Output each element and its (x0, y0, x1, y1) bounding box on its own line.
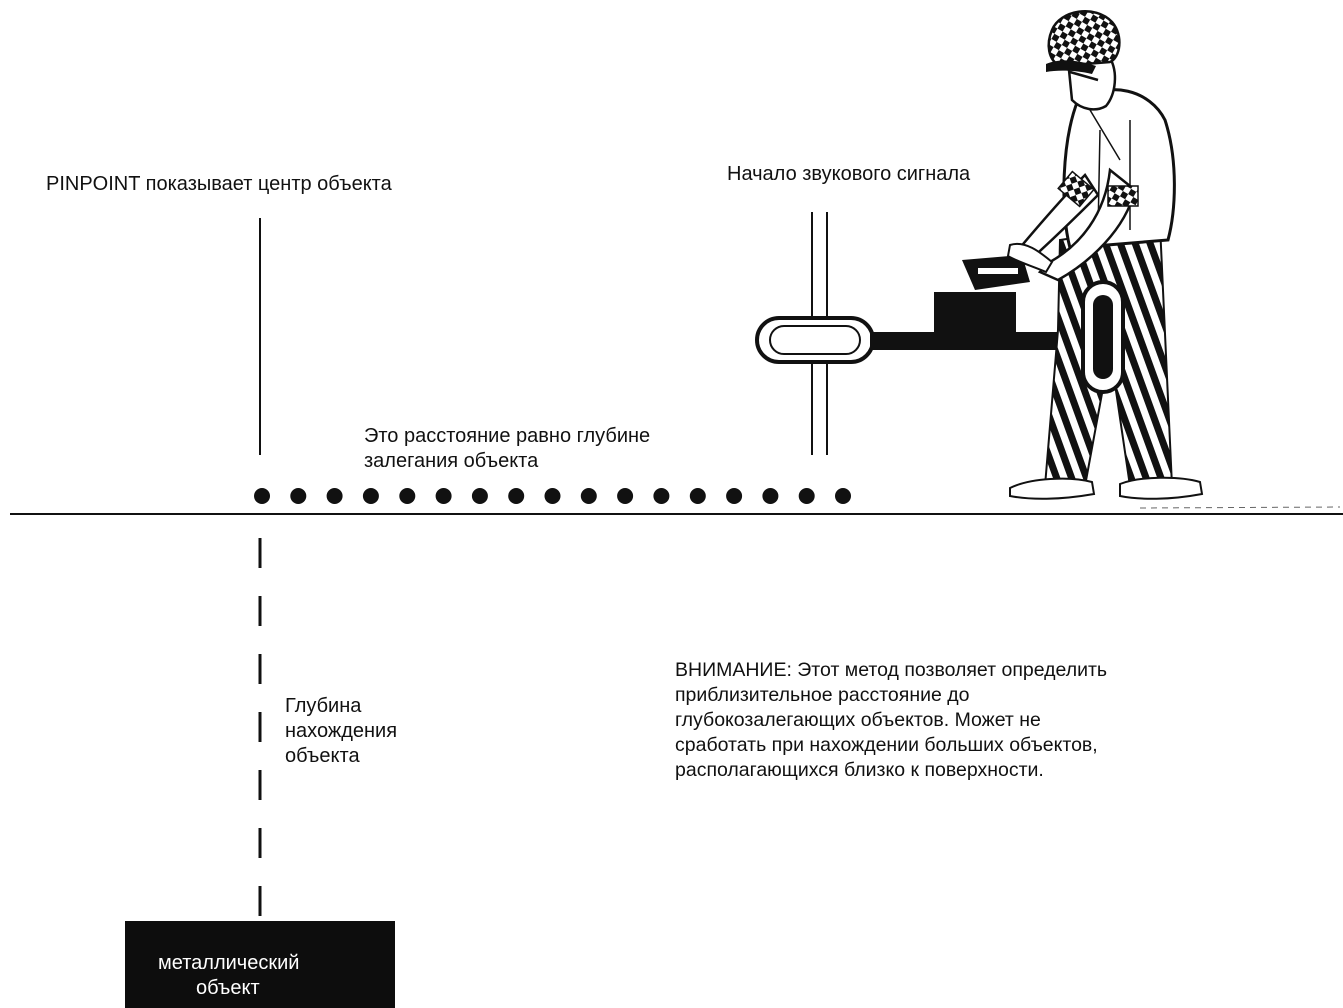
depth-label-line-3: объекта (285, 745, 360, 767)
person-with-metal-detector-icon (755, 10, 1204, 500)
distance-dot (762, 488, 779, 504)
distance-dot (544, 488, 561, 504)
distance-dot (508, 488, 525, 504)
ground-texture (1139, 506, 1341, 509)
distance-dots (254, 488, 851, 504)
distance-label-line-1: Это расстояние равно глубине (364, 425, 651, 447)
distance-dot (435, 488, 452, 504)
distance-dot (326, 488, 343, 504)
distance-dot (726, 488, 743, 504)
torso (1062, 88, 1176, 250)
cap (1047, 10, 1121, 68)
warning-line-3: глубокозалегающих объектов. Может не (675, 709, 1041, 731)
pinpoint-label: PINPOINT показывает центр объекта (46, 173, 392, 195)
distance-dot (471, 488, 488, 504)
depth-label: Глубина нахождения объекта (285, 694, 397, 769)
distance-dot (617, 488, 634, 504)
warning-line-5: располагающихся близко к поверхности. (675, 759, 1044, 781)
depth-label-line-2: нахождения (285, 720, 398, 742)
warning-line-2: приблизительное расстояние до (675, 684, 970, 706)
distance-dot (399, 488, 416, 504)
metal-object-label-line-1: металлический (158, 952, 300, 974)
warning-line-1: ВНИМАНИЕ: Этот метод позволяет определит… (675, 659, 1108, 681)
distance-label: Это расстояние равно глубине залегания о… (364, 424, 650, 474)
warning-note: ВНИМАНИЕ: Этот метод позволяет определит… (675, 658, 1107, 783)
distance-dot (362, 488, 379, 504)
depth-label-line-1: Глубина (285, 695, 362, 717)
metal-object-label-line-2: объект (196, 977, 260, 999)
metal-object-box: металлический объект (125, 921, 395, 1008)
distance-label-line-2: залегания объекта (364, 450, 539, 472)
warning-line-4: сработать при нахождении больших объекто… (675, 734, 1098, 756)
control-box (934, 292, 1016, 340)
distance-dot (580, 488, 597, 504)
distance-dot (835, 488, 851, 504)
distance-dot (290, 488, 307, 504)
signal-start-label: Начало звукового сигнала (727, 163, 971, 185)
distance-dot (689, 488, 706, 504)
distance-dot (653, 488, 670, 504)
detector-shaft (870, 332, 1100, 350)
distance-dot (254, 488, 270, 504)
distance-dot (798, 488, 815, 504)
